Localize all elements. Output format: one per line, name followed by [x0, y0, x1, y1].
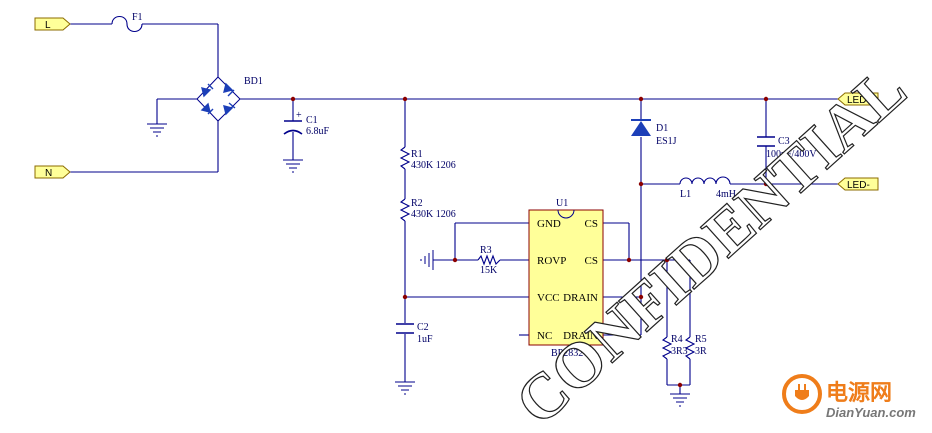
- r3-value-label: 15K: [480, 265, 498, 276]
- junction-dot: [402, 294, 408, 300]
- site-url: DianYuan.com: [826, 405, 916, 420]
- site-logo: 电源网 DianYuan.com: [782, 374, 916, 420]
- pin-drain-label: DRAIN: [563, 330, 598, 342]
- r3-name-label: R3: [480, 245, 492, 256]
- port-l: L: [34, 17, 71, 31]
- c3-name-label: C3: [778, 136, 790, 147]
- pin-gnd-label: GND: [537, 218, 561, 230]
- r4-name-label: R4: [671, 334, 683, 345]
- junction-dot: [677, 382, 683, 388]
- pin-nc-label: NC: [537, 330, 552, 342]
- r2-value-label: 430K 1206: [411, 209, 456, 220]
- pin-rovp-label: ROVP: [537, 255, 566, 267]
- u1-part-label: BP2832: [551, 348, 583, 359]
- r5-value-label: 3R: [695, 346, 707, 357]
- plug-icon: [782, 374, 822, 414]
- f1-label: F1: [132, 12, 143, 23]
- junction-dot: [763, 181, 769, 187]
- capacitor-c2: C2 1uF: [396, 322, 433, 345]
- junction-dot: [638, 181, 644, 187]
- u1-ref-label: U1: [556, 198, 568, 209]
- fuse-f1: F1: [111, 12, 143, 33]
- port-l-label: L: [45, 20, 51, 31]
- junction-dot: [763, 96, 769, 102]
- junction-dot: [638, 96, 644, 102]
- junction-dot: [290, 96, 296, 102]
- c1-polarity-label: +: [296, 110, 302, 121]
- junction-dot: [452, 257, 458, 263]
- pin-cs-label: CS: [585, 255, 598, 267]
- r1-value-label: 430K 1206: [411, 160, 456, 171]
- diode-d1: D1 ES1J: [631, 119, 677, 147]
- pin-cs-label: CS: [585, 218, 598, 230]
- junction-dot: [626, 257, 632, 263]
- port-led-plus: LED+: [837, 92, 879, 106]
- d1-name-label: D1: [656, 123, 668, 134]
- ic-u1: U1 BP2832 GND ROVP VCC NC CS CS DRAIN DR…: [528, 198, 604, 359]
- d1-value-label: ES1J: [656, 136, 677, 147]
- bd1-label: BD1: [244, 76, 263, 87]
- site-name-cn: 电源网: [826, 381, 892, 406]
- ground-symbol: [395, 381, 415, 395]
- c1-name-label: C1: [306, 115, 318, 126]
- c3-value-label: 100nF/400V: [766, 149, 817, 160]
- port-n: N: [34, 165, 71, 179]
- c2-name-label: C2: [417, 322, 429, 333]
- r2-name-label: R2: [411, 198, 423, 209]
- inductor-l1: L1 4mH: [679, 176, 736, 200]
- port-led-minus: LED-: [837, 177, 879, 191]
- resistor-r4: R4 3R3: [661, 334, 688, 360]
- junctions: [290, 96, 769, 388]
- ground-symbol: [670, 393, 690, 407]
- pin-drain-label: DRAIN: [563, 292, 598, 304]
- ground-symbol: [283, 159, 303, 173]
- r5-name-label: R5: [695, 334, 707, 345]
- port-led-plus-label: LED+: [847, 95, 872, 106]
- junction-dot: [638, 294, 644, 300]
- r4-value-label: 3R3: [671, 346, 688, 357]
- pin-vcc-label: VCC: [537, 292, 560, 304]
- junction-dot: [664, 257, 670, 263]
- ground-symbol: [420, 250, 434, 270]
- resistor-r5: R5 3R: [684, 334, 707, 360]
- ground-symbol: [147, 123, 167, 137]
- capacitor-c3: C3 100nF/400V: [757, 136, 817, 160]
- port-n-label: N: [45, 168, 52, 179]
- wires: [70, 23, 838, 394]
- capacitor-c1: + C1 6.8uF: [283, 110, 330, 137]
- resistor-r2: R2 430K 1206: [399, 198, 456, 222]
- resistor-r3: R3 15K: [477, 245, 501, 276]
- junction-dot: [402, 96, 408, 102]
- bridge-rectifier-bd1: BD1: [196, 76, 263, 122]
- resistor-r1: R1 430K 1206: [399, 146, 456, 171]
- port-led-minus-label: LED-: [847, 180, 870, 191]
- l1-value-label: 4mH: [716, 189, 736, 200]
- l1-name-label: L1: [680, 189, 691, 200]
- r1-name-label: R1: [411, 149, 423, 160]
- c1-value-label: 6.8uF: [306, 126, 330, 137]
- c2-value-label: 1uF: [417, 334, 433, 345]
